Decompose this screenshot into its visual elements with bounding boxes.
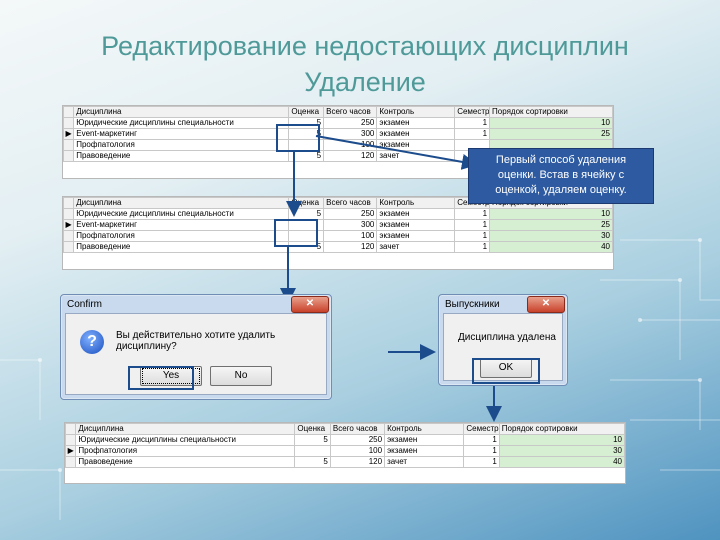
slide-title: Редактирование недостающих дисциплин Уда… bbox=[40, 28, 690, 100]
cell-name[interactable]: Правоведение bbox=[75, 456, 296, 468]
confirm-message: Вы действительно хотите удалить дисципли… bbox=[116, 330, 276, 352]
cell-hours[interactable]: 120 bbox=[329, 456, 386, 468]
column-header[interactable]: Порядок сортировки bbox=[489, 106, 613, 118]
cell-control[interactable]: зачет bbox=[376, 150, 456, 162]
cell-control[interactable]: экзамен bbox=[376, 128, 456, 140]
cell-order[interactable]: 10 bbox=[498, 434, 626, 446]
ok-button[interactable]: OK bbox=[480, 358, 532, 378]
info-message: Дисциплина удалена bbox=[458, 332, 556, 343]
ok-button-highlight bbox=[472, 358, 540, 384]
info-dialog-title: Выпускники bbox=[445, 299, 500, 310]
confirm-close-button[interactable]: ✕ bbox=[291, 296, 329, 313]
confirm-dialog-title: Confirm bbox=[67, 299, 103, 310]
question-icon: ? bbox=[80, 330, 104, 354]
column-header[interactable]: Оценка bbox=[294, 423, 331, 435]
no-button[interactable]: No bbox=[210, 366, 272, 386]
row-selector[interactable] bbox=[64, 456, 77, 468]
slide-title-line-2: Удаление bbox=[304, 67, 426, 97]
cell-control[interactable]: зачет bbox=[376, 241, 456, 253]
explanation-callout: Первый способ удаления оценки. Встав в я… bbox=[468, 148, 654, 204]
cell-grade[interactable]: 5 bbox=[294, 456, 331, 468]
cell-sem[interactable]: 1 bbox=[463, 456, 500, 468]
callout-line-3: оценкой, удаляем оценку. bbox=[495, 184, 627, 196]
close-icon: ✕ bbox=[305, 298, 315, 309]
cell-order[interactable]: 40 bbox=[489, 241, 613, 253]
cell-name[interactable]: Правоведение bbox=[73, 150, 290, 162]
info-close-button[interactable]: ✕ bbox=[527, 296, 565, 313]
confirm-dialog: Confirm ✕ ? Вы действительно хотите удал… bbox=[60, 294, 332, 400]
info-dialog: Выпускники ✕ Дисциплина удалена OK bbox=[438, 294, 568, 386]
cell-sem[interactable]: 1 bbox=[463, 434, 500, 446]
cell-hours[interactable]: 120 bbox=[323, 241, 378, 253]
row-selector[interactable] bbox=[62, 241, 75, 253]
confirm-dialog-body: ? Вы действительно хотите удалить дисцип… bbox=[65, 313, 327, 395]
callout-pointer-arrow bbox=[315, 135, 478, 170]
cell-order[interactable]: 40 bbox=[498, 456, 626, 468]
cell-hours[interactable]: 120 bbox=[323, 150, 378, 162]
yes-button-highlight bbox=[128, 366, 194, 390]
cell-grade[interactable]: 5 bbox=[288, 241, 325, 253]
grade-cell-highlight-2 bbox=[274, 219, 318, 247]
row-selector[interactable] bbox=[62, 150, 75, 162]
callout-line-2: оценки. Встав в ячейку с bbox=[497, 169, 625, 181]
close-icon: ✕ bbox=[541, 298, 551, 309]
callout-line-1: Первый способ удаления bbox=[495, 154, 627, 166]
info-dialog-body: Дисциплина удалена OK bbox=[443, 313, 563, 381]
slide-title-line-1: Редактирование недостающих дисциплин bbox=[101, 31, 629, 61]
grade-cell-highlight-1 bbox=[276, 124, 320, 152]
